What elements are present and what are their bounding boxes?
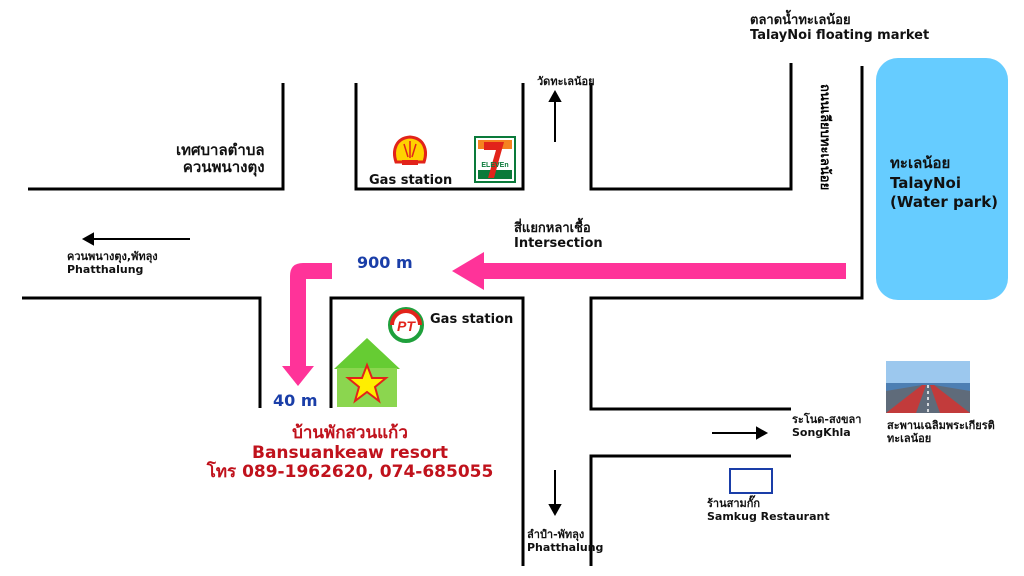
seven-eleven-logo-icon: ELEVEn xyxy=(474,136,516,183)
songkhla-english: SongKhla xyxy=(792,425,851,439)
route-arrow-900-head xyxy=(452,252,484,290)
lake-label: ทะเลน้อย TalayNoi (Water park) xyxy=(890,154,998,213)
direction-arrows xyxy=(81,89,769,517)
restaurant-label: ร้านสามกั๊ก Samkug Restaurant xyxy=(707,497,830,523)
road-lower-right-block xyxy=(589,454,791,566)
gas-station-pt-label: Gas station xyxy=(430,312,514,327)
road-upper-left-block xyxy=(28,83,285,191)
pt-gas-logo-icon: PT xyxy=(388,307,424,343)
temple-label: วัดทะเลน้อย xyxy=(537,75,595,88)
songkhla-destination-label: ระโนด-สงขลา SongKhla xyxy=(792,413,862,439)
south-destination-label: ลำปำ-พัทลุง Phatthalung xyxy=(527,528,604,554)
municipality-label: เทศบาลตำบล ควนพนางตุง xyxy=(176,141,265,177)
lake-name-english: TalayNoi xyxy=(890,173,962,192)
distance-900-label: 900 m xyxy=(357,253,413,272)
road-lake-side xyxy=(589,66,864,411)
west-destination-english: Phatthalung xyxy=(67,262,144,276)
intersection-label: สี่แยกหลาเชื้อ Intersection xyxy=(514,221,603,252)
pt-logo-text: PT xyxy=(397,318,416,334)
route-arrow-40-body xyxy=(290,263,332,370)
west-destination-label: ควนพนางตุง,พัทลุง Phatthalung xyxy=(67,250,158,276)
intersection-thai: สี่แยกหลาเชื้อ xyxy=(514,221,591,236)
route-arrows xyxy=(282,252,846,386)
seven-eleven-logo-text: ELEVEn xyxy=(481,162,508,169)
route-arrow-900-body xyxy=(478,263,846,279)
floating-market-thai: ตลาดน้ำทะเลน้อย xyxy=(750,13,851,28)
lake-water-park: ทะเลน้อย TalayNoi (Water park) xyxy=(876,58,1008,300)
route-arrow-40-head xyxy=(282,366,314,386)
arrow-east-head xyxy=(756,426,769,440)
arrow-north-head xyxy=(548,89,562,102)
arrow-south-head xyxy=(548,504,562,517)
south-destination-thai: ลำปำ-พัทลุง xyxy=(527,528,585,541)
resort-name-thai: บ้านพักสวนแก้ว xyxy=(292,423,408,443)
gas-station-shell-label: Gas station xyxy=(369,173,453,188)
songkhla-thai: ระโนด-สงขลา xyxy=(792,413,862,426)
road-upper-middle-block xyxy=(354,83,525,191)
municipality-line2: ควนพนางตุง xyxy=(182,158,265,177)
distance-40-label: 40 m xyxy=(273,391,318,410)
bridge-line2: ทะเลน้อย xyxy=(887,431,932,445)
floating-market-label: ตลาดน้ำทะเลน้อย TalayNoi floating market xyxy=(750,13,930,44)
restaurant-thai: ร้านสามกั๊ก xyxy=(707,497,761,510)
restaurant-english: Samkug Restaurant xyxy=(707,509,830,523)
lakeside-road-label: ถนนเลียบทะเลน้อย xyxy=(817,84,832,191)
road-lower-left-block xyxy=(22,296,262,408)
resort-name-english: Bansuankeaw resort xyxy=(251,442,449,463)
road-lines xyxy=(22,63,864,566)
resort-house-star-icon xyxy=(334,338,400,407)
resort-phone: โทร 089-1962620, 074-685055 xyxy=(206,462,494,483)
road-upper-right-block xyxy=(589,63,793,191)
lake-name-thai: ทะเลน้อย xyxy=(890,154,951,172)
floating-market-english: TalayNoi floating market xyxy=(750,27,930,43)
bridge-label: สะพานเฉลิมพระเกียรติ ทะเลน้อย xyxy=(887,419,995,445)
road-lower-middle-block xyxy=(329,296,525,566)
intersection-english: Intersection xyxy=(514,235,603,251)
restaurant-marker-icon xyxy=(729,468,773,494)
municipality-line1: เทศบาลตำบล xyxy=(176,141,265,159)
arrow-west-head xyxy=(81,232,94,246)
bridge-line1: สะพานเฉลิมพระเกียรติ xyxy=(887,419,995,432)
lake-subtitle: (Water park) xyxy=(890,193,999,211)
resort-info: บ้านพักสวนแก้ว Bansuankeaw resort โทร 08… xyxy=(196,423,504,483)
south-destination-english: Phatthalung xyxy=(527,540,604,554)
bridge-photo-icon xyxy=(886,361,970,413)
shell-logo-icon xyxy=(393,135,427,165)
west-destination-thai: ควนพนางตุง,พัทลุง xyxy=(67,250,158,263)
